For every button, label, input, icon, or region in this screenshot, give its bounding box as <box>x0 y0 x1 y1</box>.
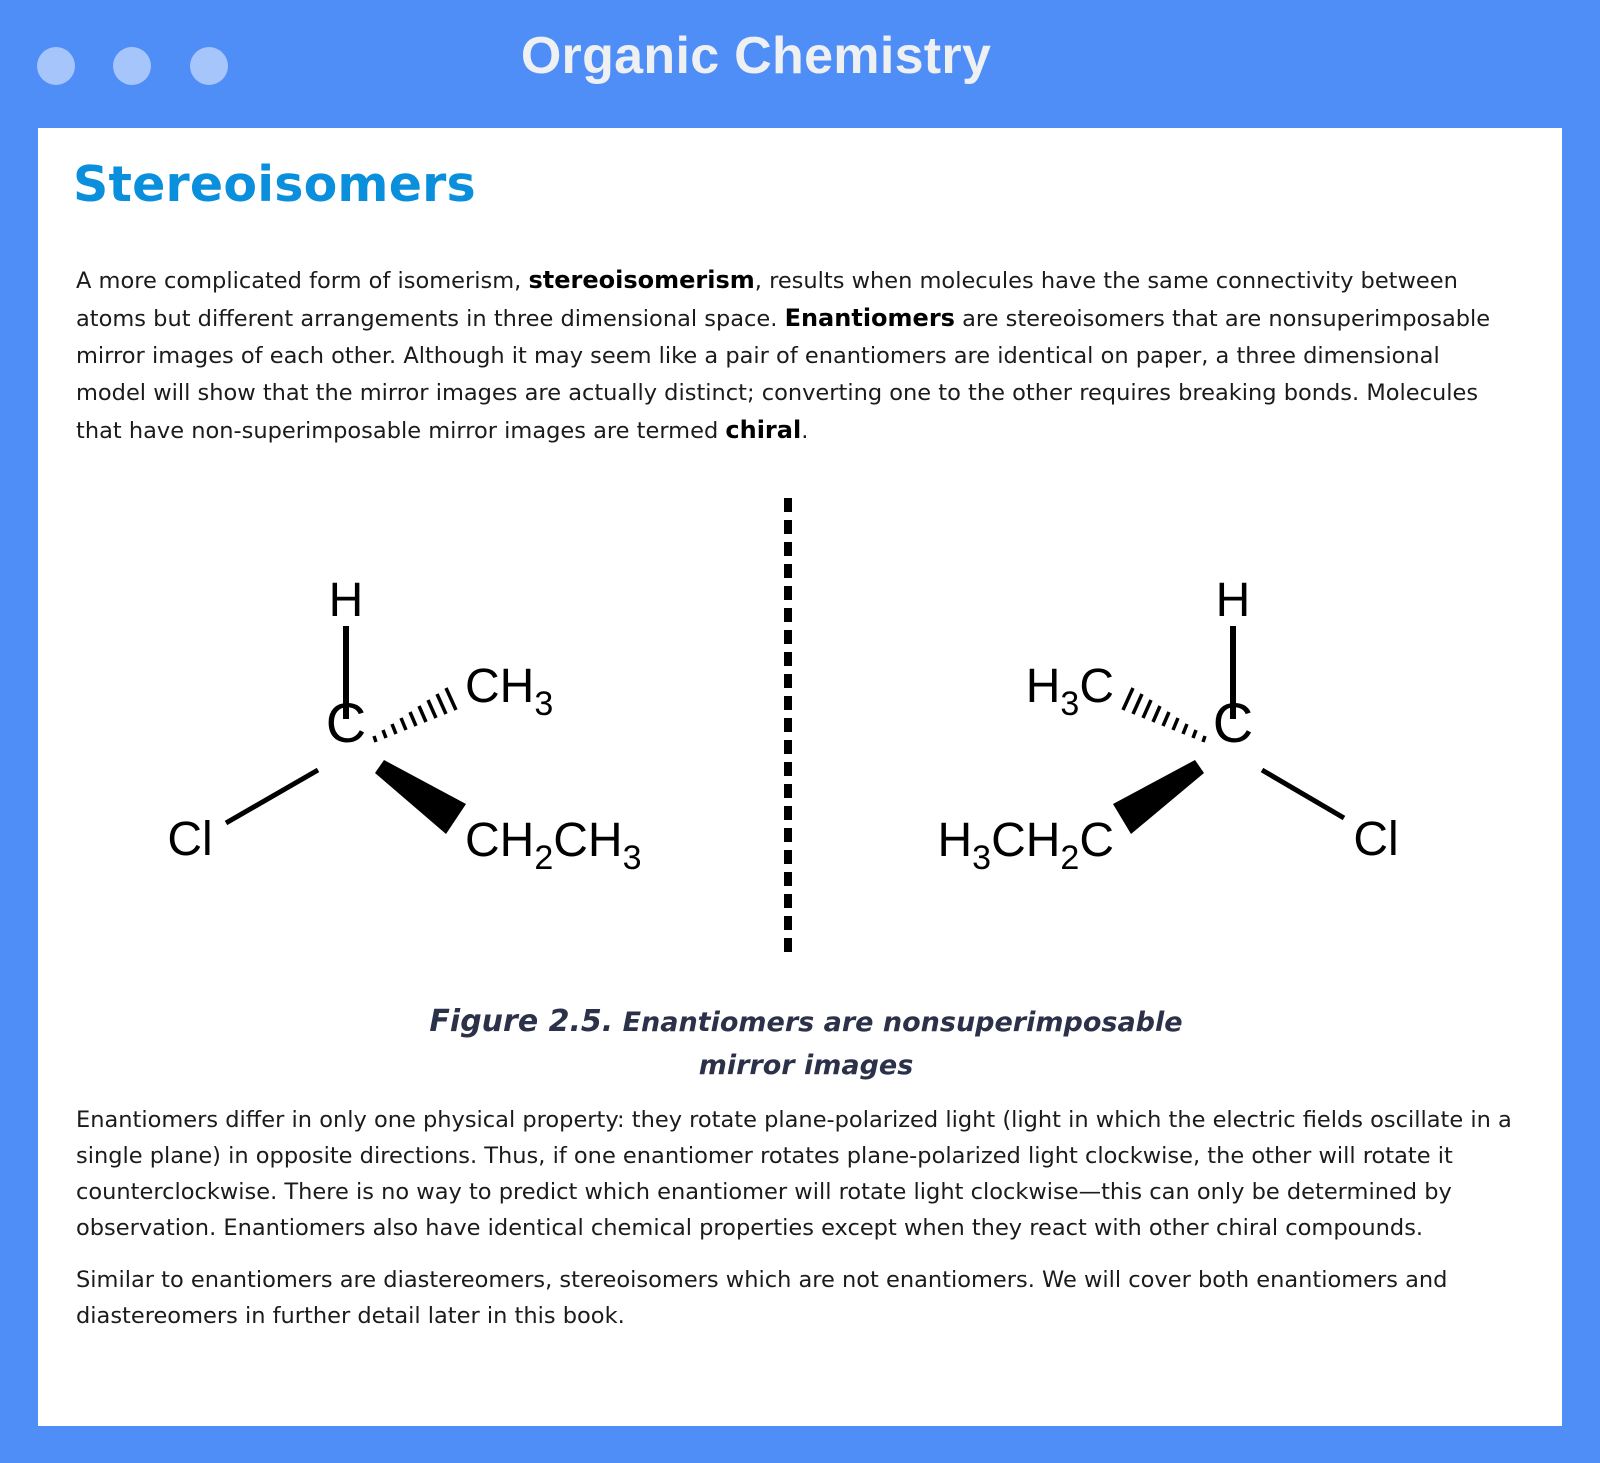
window-close-button[interactable] <box>37 47 75 85</box>
left-methyl-label: CH3 <box>465 660 553 723</box>
figure-caption-line1: Enantiomers are nonsuperimposable <box>622 1007 1183 1038</box>
left-ethyl-label: CH2CH3 <box>465 814 642 877</box>
figure-label: Figure 2.5. <box>429 1004 614 1039</box>
left-molecule: C H Cl CH3 CH2CH3 <box>167 574 641 877</box>
page-title: Stereoisomers <box>73 156 476 213</box>
window-minimize-button[interactable] <box>113 47 151 85</box>
figure-caption-line2: mirror images <box>698 1050 914 1081</box>
window-title: Organic Chemistry <box>520 27 992 85</box>
term-chiral: chiral <box>725 416 802 444</box>
enantiomer-diagram: C H Cl CH3 CH2CH3 <box>167 498 1399 958</box>
left-hash-bond <box>372 687 458 743</box>
left-cl-bond <box>224 767 320 826</box>
left-chlorine-label: Cl <box>167 813 212 866</box>
right-cl-bond <box>1260 767 1346 821</box>
intro-text-3: are stereoisomers that are nonsuperimpos… <box>76 306 1491 444</box>
diastereomer-paragraph: Similar to enantiomers are diastereomers… <box>76 1267 1448 1329</box>
window-maximize-button[interactable] <box>190 47 228 85</box>
figure-caption: Figure 2.5. Enantiomers are nonsuperimpo… <box>38 1000 1574 1087</box>
intro-text-2: , results when molecules have the same c… <box>76 268 1458 332</box>
right-wedge-bond <box>1113 760 1204 834</box>
right-ethyl-label: H3CH2C <box>937 814 1114 877</box>
content-panel: Stereoisomers A more complicated form of… <box>38 128 1562 1426</box>
intro-text-4: . <box>801 418 809 444</box>
term-enantiomers: Enantiomers <box>784 304 955 332</box>
intro-paragraph: A more complicated form of isomerism, st… <box>76 262 1516 450</box>
figure-enantiomers: C H Cl CH3 CH2CH3 <box>38 498 1562 958</box>
window-titlebar: Organic Chemistry <box>0 0 1600 128</box>
right-molecule: C H Cl H3C H3CH2C <box>937 574 1398 877</box>
enantiomer-properties-paragraph: Enantiomers differ in only one physical … <box>76 1107 1512 1241</box>
intro-text-1: A more complicated form of isomerism, <box>76 268 529 294</box>
right-hydrogen-label: H <box>1216 574 1251 627</box>
right-hash-bond <box>1121 687 1207 743</box>
left-wedge-bond <box>375 760 466 834</box>
term-stereoisomerism: stereoisomerism <box>528 266 755 294</box>
left-hydrogen-label: H <box>329 574 364 627</box>
right-chlorine-label: Cl <box>1353 813 1398 866</box>
right-methyl-label: H3C <box>1026 660 1114 723</box>
